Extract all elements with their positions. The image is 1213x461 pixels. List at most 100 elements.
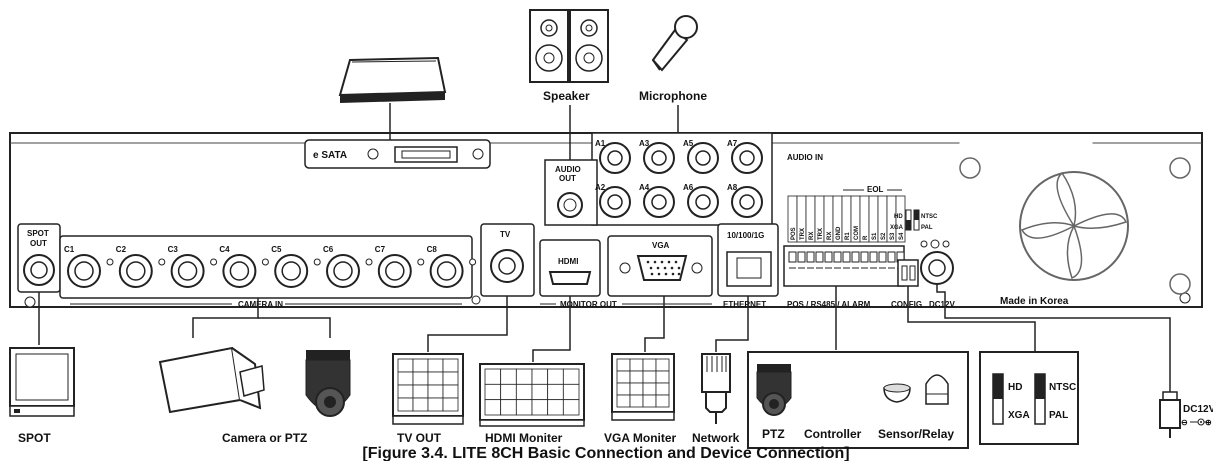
- audio-in-jack: [687, 186, 719, 218]
- terminal-label: R: [863, 235, 869, 240]
- audio-out-label-2: OUT: [559, 174, 576, 183]
- camera-input-label: C6: [323, 245, 334, 254]
- tv-out-monitor-icon: [392, 353, 464, 425]
- terminal-label: POS: [791, 227, 797, 240]
- terminal-label: RX: [827, 232, 833, 240]
- audio-in-jack: [643, 186, 675, 218]
- spot-out-port: SPOT OUT: [17, 223, 61, 293]
- sensor-icon: [883, 383, 911, 403]
- config-box-hd-label: HD: [1008, 382, 1022, 393]
- terminal-label: S3: [890, 232, 896, 240]
- audio-out-label-1: AUDIO: [555, 165, 581, 174]
- camera-input-jack: [274, 254, 321, 288]
- terminal-label: S1: [872, 232, 878, 240]
- made-in-label: Made in Korea: [1000, 296, 1069, 307]
- speaker-label: Speaker: [543, 89, 590, 103]
- audio-in-label: AUDIO IN: [787, 153, 823, 162]
- vga-port: VGA: [607, 235, 713, 297]
- config-detail-box: HD XGA NTSC PAL: [979, 351, 1079, 445]
- microphone-label: Microphone: [639, 89, 707, 103]
- controller-label: Controller: [804, 427, 862, 441]
- audio-in-jack: [687, 142, 719, 174]
- terminal-label: TRX: [800, 228, 806, 240]
- audio-out-jack: [557, 192, 583, 218]
- tv-label: TV: [500, 230, 511, 239]
- spot-label: SPOT: [18, 431, 51, 445]
- ptz-label: PTZ: [762, 427, 785, 441]
- esata-port: e SATA: [304, 139, 491, 169]
- relay-icon: [925, 374, 949, 405]
- spot-monitor-icon: [9, 347, 75, 417]
- audio-in-jack: [599, 186, 631, 218]
- terminal-label: RX: [809, 232, 815, 240]
- esata-drive-icon: [338, 56, 447, 103]
- camera-input-label: C5: [271, 245, 282, 254]
- config-ntsc-label: NTSC: [921, 214, 938, 220]
- monitor-out-label: MONITOR OUT: [560, 300, 617, 309]
- camera-in-label: CAMERA IN: [238, 300, 283, 309]
- vga-monitor-label: VGA Moniter: [604, 431, 677, 445]
- audio-in-jack-label: A8: [727, 183, 738, 192]
- ethernet-port: 10/100/1G: [717, 223, 779, 297]
- hdmi-port: HDMI: [539, 239, 601, 297]
- speaker-icon: [529, 9, 609, 83]
- terminal-label: R1: [845, 232, 851, 240]
- esata-label: e SATA: [313, 150, 347, 161]
- audio-in-jack-label: A6: [683, 183, 694, 192]
- sensor-relay-label: Sensor/Relay: [878, 427, 954, 441]
- terminal-label: COM: [854, 226, 860, 240]
- svg-text:⊕: ⊕: [1205, 418, 1212, 427]
- pos-rs485-label: POS / RS485 / ALARM: [787, 300, 871, 309]
- tv-out-port: TV: [480, 223, 535, 297]
- terminal-label: S4: [899, 232, 905, 240]
- audio-in-jack: [599, 142, 631, 174]
- panel-screw: [24, 296, 36, 308]
- terminal-label: GND: [836, 226, 842, 240]
- audio-in-jack-label: A1: [595, 139, 606, 148]
- dc12v-device-label: DC12V: [1183, 404, 1213, 415]
- camera-input-jack: [170, 254, 218, 288]
- hdmi-monitor-label: HDMI Moniter: [485, 431, 563, 445]
- ptz-dome-icon: [756, 364, 792, 416]
- audio-in-jack-label: A7: [727, 139, 738, 148]
- svg-text:⊖: ⊖: [1181, 418, 1188, 427]
- terminal-label: TRX: [818, 228, 824, 240]
- polarity-icon: ⊖ ⊕: [1181, 418, 1212, 427]
- camera-input-label: C1: [64, 245, 75, 254]
- camera-input-jack: [67, 254, 114, 288]
- panel-screw: [471, 295, 481, 305]
- spot-out-label-1: SPOT: [27, 229, 49, 238]
- camera-input-label: C3: [168, 245, 179, 254]
- camera-input-jack: [326, 254, 373, 288]
- camera-input-label: C2: [116, 245, 127, 254]
- audio-in-jack: [731, 186, 763, 218]
- connection-lines: [38, 284, 1171, 392]
- config-hd-label: HD: [894, 214, 903, 220]
- config-xga-label: XGA: [890, 225, 904, 231]
- ethernet-label: ETHERNET: [723, 300, 766, 309]
- config-box-xga-label: XGA: [1008, 410, 1030, 421]
- ethernet-speed-label: 10/100/1G: [727, 231, 764, 240]
- audio-in-jack-label: A2: [595, 183, 606, 192]
- config-switch: HD XGA NTSC PAL: [890, 209, 938, 287]
- hdmi-monitor-icon: [479, 363, 585, 427]
- eol-label: EOL: [867, 185, 884, 194]
- network-label: Network: [692, 431, 740, 445]
- audio-in-jack-label: A5: [683, 139, 694, 148]
- config-pal-label: PAL: [921, 225, 933, 231]
- audio-in-jack: [643, 142, 675, 174]
- camera-ptz-label: Camera or PTZ: [222, 431, 307, 445]
- camera-input-label: C7: [375, 245, 386, 254]
- config-box-pal-label: PAL: [1049, 410, 1068, 421]
- hdmi-label: HDMI: [558, 257, 578, 266]
- config-label: CONFIG: [891, 300, 922, 309]
- camera-input-label: C8: [427, 245, 438, 254]
- audio-in-jack-label: A4: [639, 183, 650, 192]
- vga-label: VGA: [652, 241, 670, 250]
- spot-out-label-2: OUT: [30, 239, 47, 248]
- dc12v-label: DC12V: [929, 300, 955, 309]
